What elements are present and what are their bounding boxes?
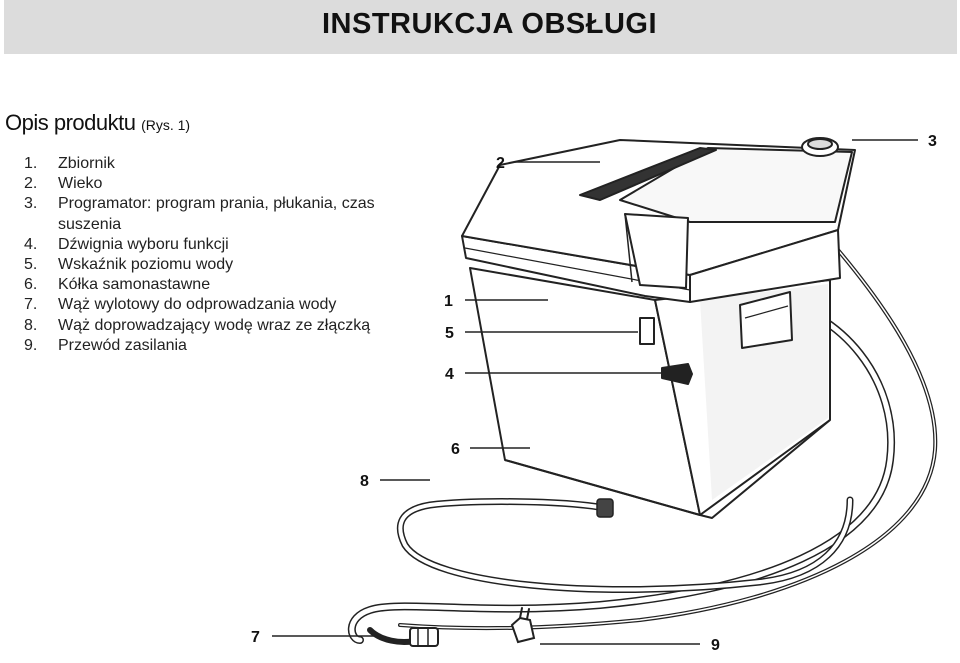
callout-8: 8: [360, 473, 369, 490]
list-item: 7. Wąż wylotowy do odprowadzania wody: [24, 295, 424, 315]
list-item: 4. Dźwignia wyboru funkcji: [24, 235, 424, 255]
callout-4: 4: [445, 366, 454, 383]
list-item: 1. Zbiornik: [24, 154, 424, 174]
item-number: 8.: [24, 316, 38, 334]
document-title: INSTRUKCJA OBSŁUGI: [322, 8, 657, 40]
item-number: 7.: [24, 296, 38, 314]
item-label: Przewód zasilania: [58, 336, 187, 354]
callout-7: 7: [251, 629, 260, 646]
item-label: Programator: program prania, płukania, c…: [58, 195, 375, 233]
callout-leaders: [272, 139, 918, 645]
item-label: Wieko: [58, 175, 103, 193]
item-label: Wąż doprowadzający wodę wraz ze złączką: [58, 316, 371, 334]
list-item: 5. Wskaźnik poziomu wody: [24, 255, 424, 275]
item-number: 3.: [24, 195, 38, 213]
item-label: Wąż wylotowy do odprowadzania wody: [58, 296, 337, 314]
section-heading: Opis produktu (Rys. 1): [5, 110, 190, 136]
callout-3: 3: [928, 133, 937, 150]
figure-reference: (Rys. 1): [141, 117, 191, 133]
list-item: 9. Przewód zasilania: [24, 336, 424, 356]
item-number: 1.: [24, 155, 38, 172]
list-item: 3. Programator: program prania, płukania,…: [24, 194, 424, 234]
item-label: Kółka samonastawne: [58, 276, 211, 294]
list-item: 2. Wieko: [24, 174, 424, 194]
item-label: Wskaźnik poziomu wody: [58, 256, 234, 274]
item-label: Dźwignia wyboru funkcji: [58, 235, 229, 253]
list-item: 6. Kółka samonastawne: [24, 275, 424, 295]
callout-1: 1: [444, 293, 453, 310]
hoses: [347, 248, 938, 647]
callout-2: 2: [496, 155, 505, 172]
callout-9: 9: [711, 637, 720, 654]
item-number: 5.: [24, 256, 38, 274]
list-item: 8. Wąż doprowadzający wodę wraz ze złączk…: [24, 316, 424, 336]
title-bar: INSTRUKCJA OBSŁUGI: [4, 0, 957, 54]
parts-list: 1. Zbiornik 2. Wieko 3. Programator: progra…: [24, 154, 424, 356]
machine-body: [461, 137, 856, 519]
item-number: 2.: [24, 175, 38, 193]
section-heading-text: Opis produktu: [5, 110, 136, 135]
callout-5: 5: [445, 325, 454, 342]
item-label: Zbiornik: [58, 155, 115, 172]
item-number: 6.: [24, 276, 38, 294]
callout-6: 6: [451, 441, 460, 458]
item-number: 9.: [24, 336, 38, 354]
item-number: 4.: [24, 235, 38, 253]
